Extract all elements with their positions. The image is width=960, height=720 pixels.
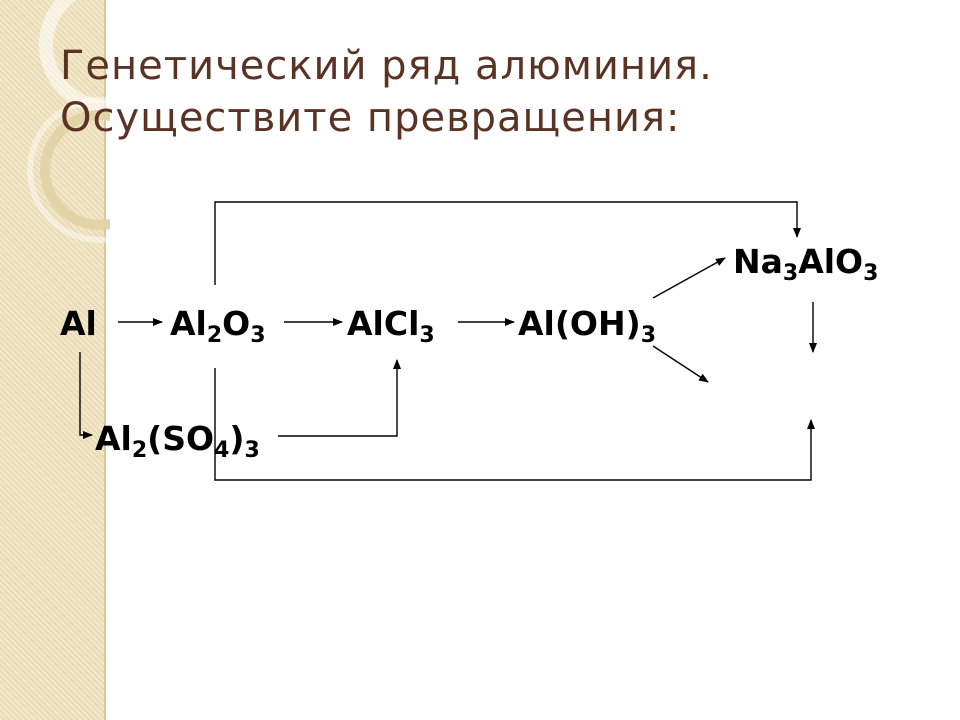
arrow-al2o3-to-blank xyxy=(214,368,815,481)
slide-title: Генетический ряд алюминия. Осуществите п… xyxy=(60,40,713,144)
compound-aloh3: Al(OH)3 xyxy=(518,304,656,348)
compound-al2so43: Al2(SO4)3 xyxy=(95,419,260,463)
decorative-rings xyxy=(27,0,110,243)
arrow-al2o3-to-na3alo3 xyxy=(214,201,801,285)
side-strip-edge xyxy=(104,0,106,720)
arrow-al2so43-to-alcl3 xyxy=(278,359,401,437)
compound-alcl3: AlCl3 xyxy=(347,304,435,348)
title-line-2: Осуществите превращения: xyxy=(60,95,681,141)
compound-al2o3: Al2O3 xyxy=(170,304,266,348)
compound-al: Al xyxy=(60,304,97,343)
arrow-aloh3-to-na3alo3 xyxy=(652,257,726,299)
compound-na3alo3: Na3AlO3 xyxy=(733,242,879,286)
arrow-aloh3-to-blank xyxy=(652,345,709,383)
title-line-1: Генетический ряд алюминия. xyxy=(60,43,713,89)
arrow-al-to-al2so43 xyxy=(79,352,93,439)
